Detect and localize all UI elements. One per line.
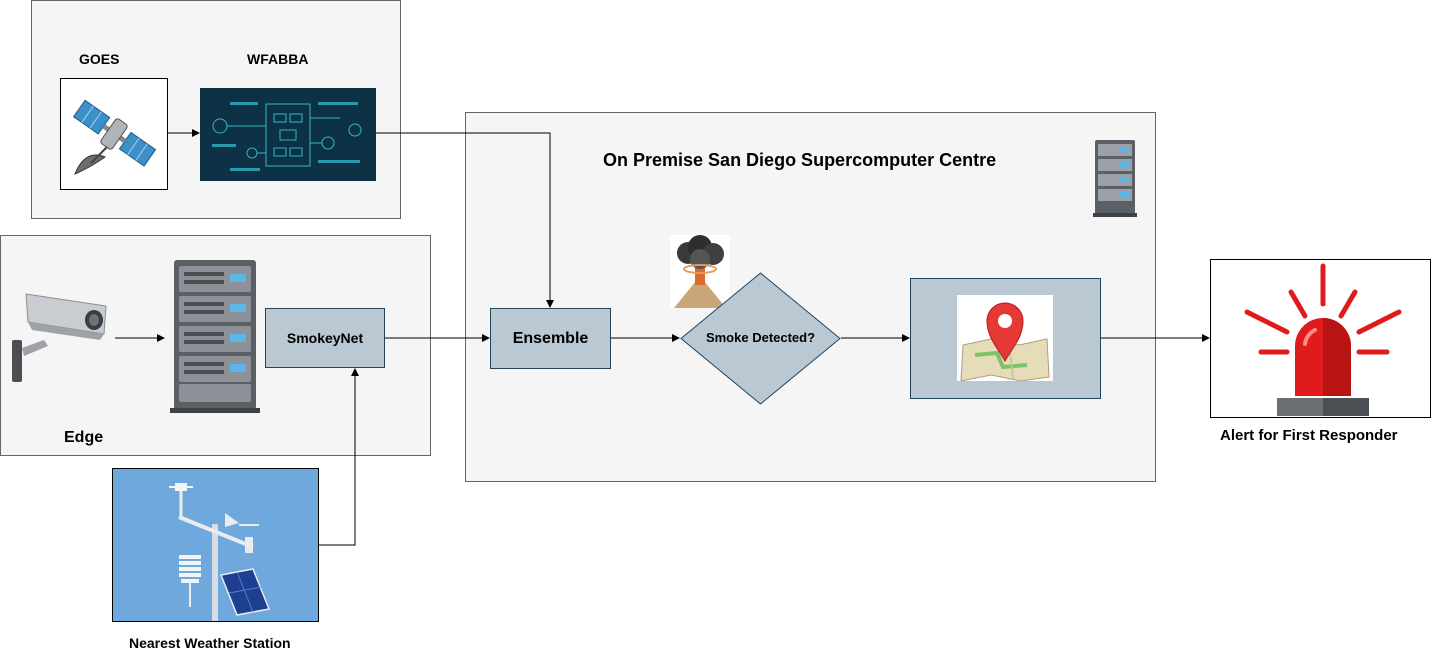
edge-label: Edge xyxy=(64,429,104,446)
ensemble-node[interactable]: Ensemble xyxy=(490,308,611,369)
server-rack-icon xyxy=(1092,138,1138,218)
circuit-board-icon xyxy=(200,88,376,181)
server-rack-icon xyxy=(166,258,264,415)
smoke-plume-icon xyxy=(670,235,730,308)
siren-icon xyxy=(1210,259,1431,418)
onprem-title: On Premise San Diego Supercomputer Centr… xyxy=(603,150,997,170)
goes-label: GOES xyxy=(79,51,120,67)
satellite-icon xyxy=(60,78,168,190)
weather-station-icon xyxy=(112,468,319,622)
alert-caption: Alert for First Responder xyxy=(1220,427,1398,444)
security-camera-icon xyxy=(8,288,108,384)
wfabba-label: WFABBA xyxy=(247,51,309,67)
decision-diamond[interactable] xyxy=(680,272,841,405)
decision-label: Smoke Detected? xyxy=(705,330,816,345)
weather-station-caption: Nearest Weather Station xyxy=(129,635,291,651)
smokeynet-node[interactable]: SmokeyNet xyxy=(265,308,385,368)
map-pin-icon xyxy=(957,295,1053,382)
